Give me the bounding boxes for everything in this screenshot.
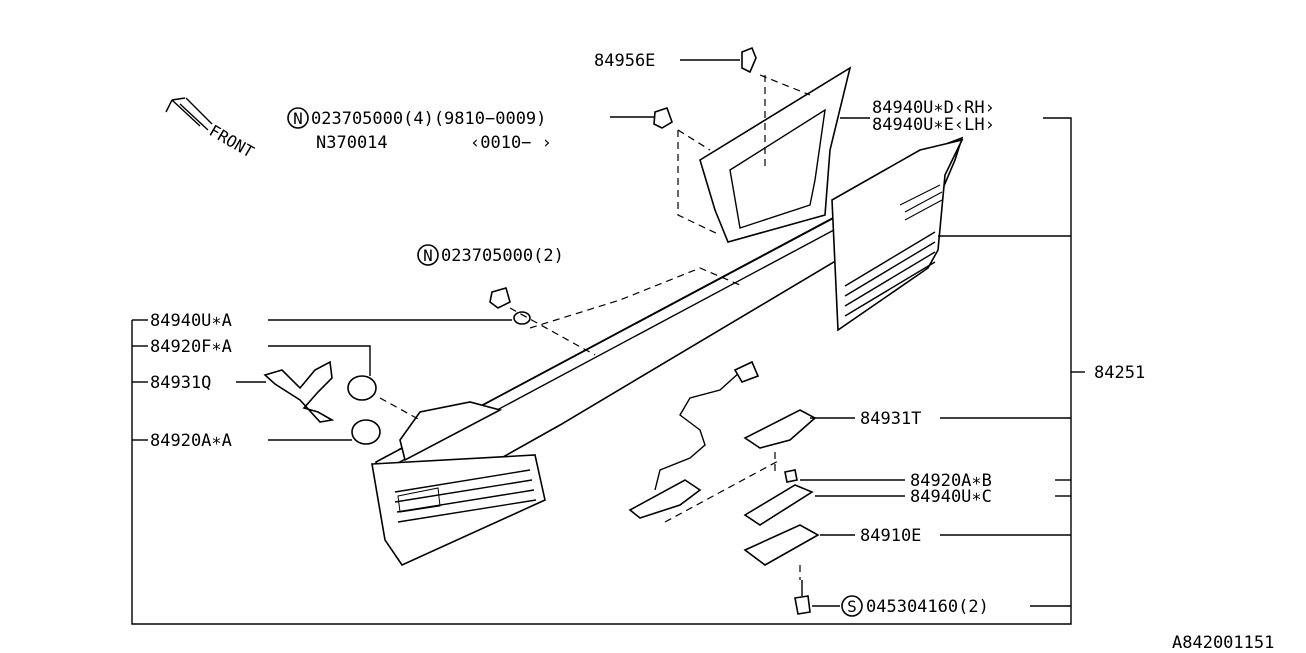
label-84251: 84251 [1094, 363, 1145, 383]
label-84940U-C: 84940U∗C [910, 487, 992, 507]
label-84920F-A: 84920F∗A [150, 337, 232, 357]
front-arrow-icon [165, 97, 213, 131]
gasket-rh-lh [699, 66, 852, 243]
reference-code: A842001151 [1172, 633, 1274, 653]
socket-84931Q-icon [263, 360, 335, 423]
nut-n023705000-4-icon [653, 106, 673, 129]
label-84940U-D: 84940U∗D‹RH› [872, 98, 995, 118]
assembly-guide-lines [379, 74, 811, 580]
label-84931Q: 84931Q [150, 373, 211, 393]
label-84956E: 84956E [594, 51, 655, 71]
label-n370014: N370014 [316, 133, 388, 153]
gasket-84940U-C-icon [743, 484, 814, 526]
s-mark: S [847, 597, 857, 616]
lens-84910E-icon [743, 524, 820, 566]
n-mark-2: N [423, 246, 433, 265]
leader-lines [131, 59, 1085, 625]
n-mark-circle-2 [417, 244, 439, 266]
bulb-84920A-A-icon [351, 419, 381, 445]
label-n023705000-2: 023705000(2) [441, 246, 564, 266]
n-mark-1: N [293, 109, 303, 128]
screw-s045304160-icon [794, 580, 811, 615]
bulb-84920F-A-icon [347, 375, 377, 401]
label-84940U-A: 84940U∗A [150, 311, 232, 331]
bulb-84920A-B-icon [784, 469, 798, 483]
garnish-assembly [371, 136, 964, 567]
label-range-0010: ‹0010− › [470, 133, 552, 153]
harness-84931T-icon [628, 360, 817, 519]
label-n023705000-4: 023705000(4)(9810−0009) [311, 109, 546, 129]
label-84931T: 84931T [860, 409, 921, 429]
label-s045304160: 045304160(2) [866, 597, 989, 617]
front-label: FRONT [206, 121, 258, 162]
label-84920A-A: 84920A∗A [150, 431, 232, 451]
s-mark-circle [841, 595, 863, 617]
label-84920A-B: 84920A∗B [910, 471, 992, 491]
label-84910E: 84910E [860, 526, 921, 546]
washer-84940U-A-icon [513, 311, 531, 325]
n-mark-circle-1 [287, 107, 309, 129]
clip-84956E-icon [741, 46, 757, 74]
label-84940U-E: 84940U∗E‹LH› [872, 115, 995, 135]
nut-n023705000-2-icon [489, 287, 511, 309]
